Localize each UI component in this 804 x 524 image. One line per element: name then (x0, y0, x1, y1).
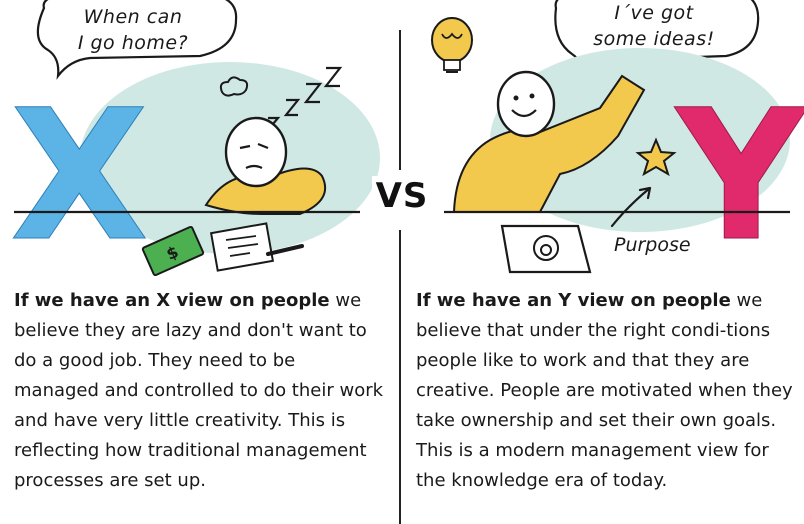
star-icon (635, 137, 677, 177)
y-big-letter: Y (674, 72, 804, 280)
divider-top (399, 30, 401, 170)
speech-bubble-left: When can I go home? (58, 4, 208, 56)
x-big-letter: X (10, 72, 149, 280)
happy-face-icon (511, 93, 537, 118)
theory-x-body: we believe they are lazy and don't want … (14, 290, 384, 491)
small-cloud-icon (219, 76, 249, 97)
bubble-left-line1: When can (83, 6, 183, 28)
laptop-icon (500, 224, 592, 274)
theory-y-description: If we have an Y view on people we believ… (416, 286, 800, 496)
tired-person-head (224, 116, 288, 188)
purpose-label: Purpose (614, 234, 691, 256)
divider-bottom (399, 230, 401, 524)
bubble-right-line1: I´ve got (614, 2, 694, 24)
vs-label: VS (372, 176, 432, 216)
bubble-right (554, 0, 760, 86)
bubble-left-line2: I go home? (77, 32, 189, 54)
paper-icon (209, 222, 275, 272)
lightbulb-icon (431, 17, 473, 73)
pen-icon (266, 244, 304, 256)
illustration: X $ Y (10, 0, 804, 280)
bubble-left (36, 0, 238, 80)
speech-bubble-right: I´ve got some ideas! (564, 0, 744, 52)
happy-person-body (452, 74, 646, 213)
tired-face-icon (239, 142, 269, 169)
mint-blob-right (490, 48, 790, 232)
money-icon: $ (141, 225, 205, 277)
theory-x-description: If we have an X view on people we believ… (14, 286, 384, 496)
theory-y-heading: If we have an Y view on people (416, 290, 731, 311)
theory-y-body: we believe that under the right condi-ti… (416, 290, 793, 491)
bubble-right-line2: some ideas! (593, 28, 715, 50)
happy-person-head (496, 70, 556, 138)
theory-x-heading: If we have an X view on people (14, 290, 330, 311)
arrow-icon (610, 186, 652, 228)
